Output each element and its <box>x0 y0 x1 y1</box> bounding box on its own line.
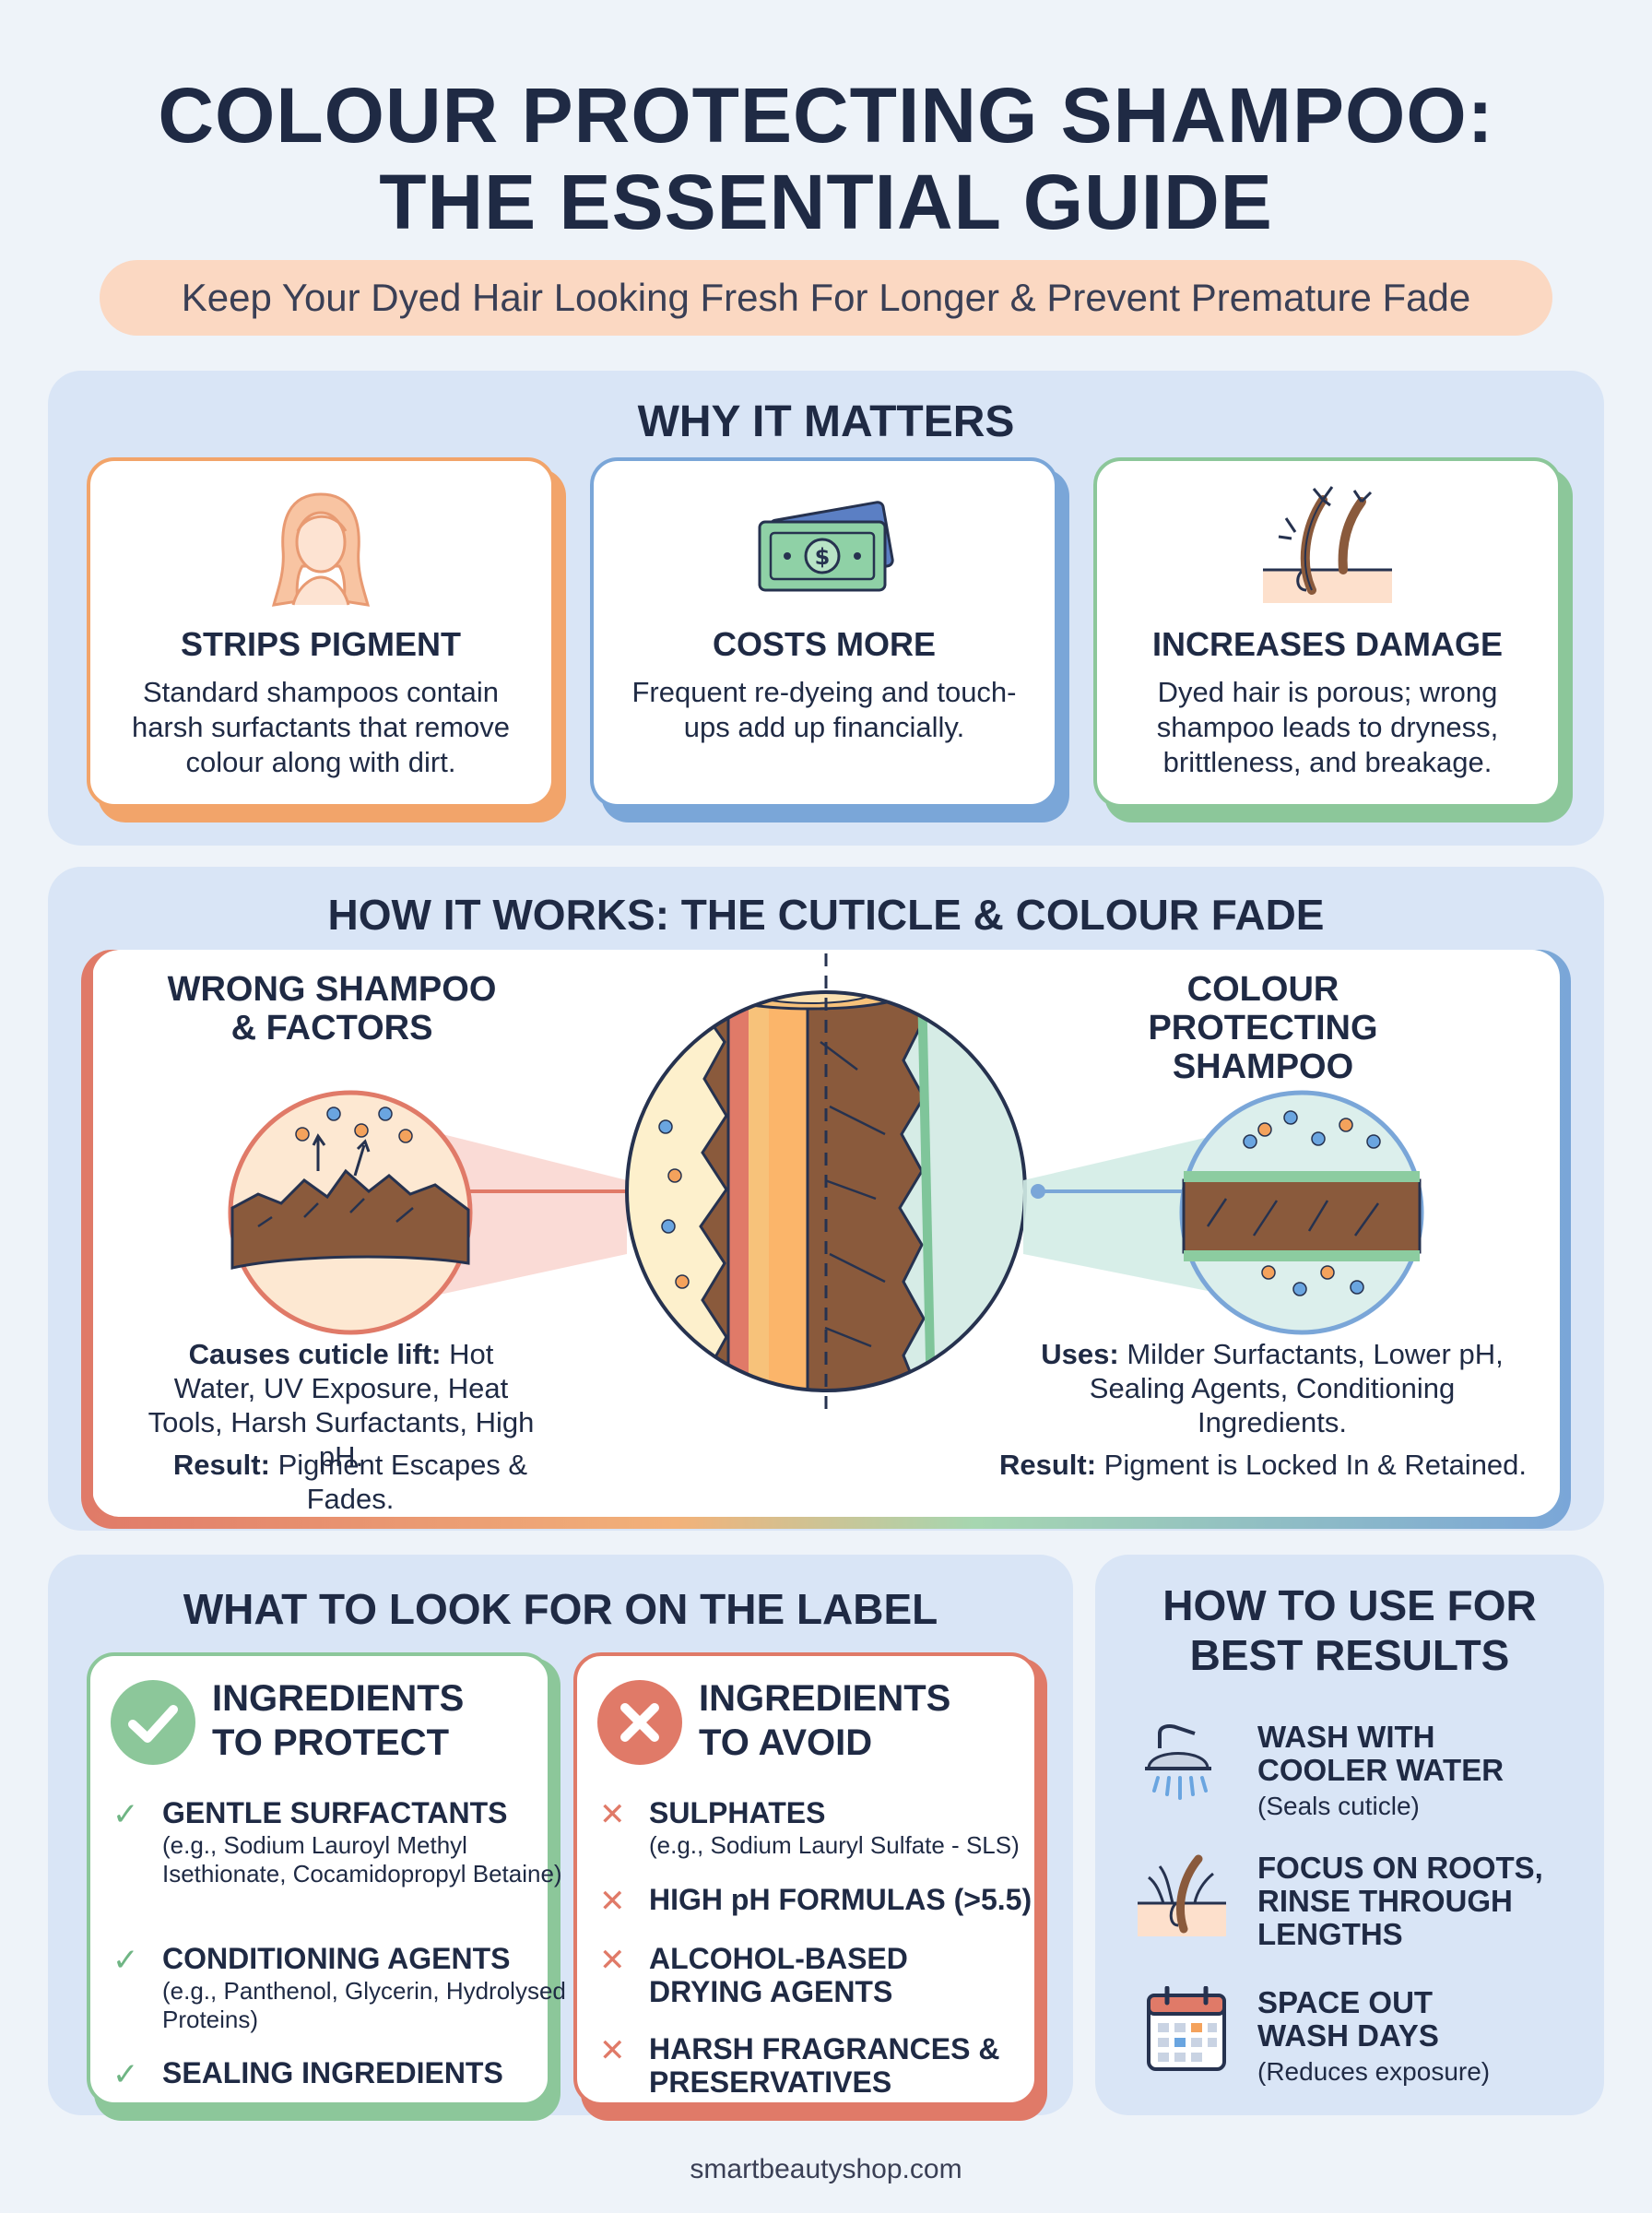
title-line-1: COLOUR PROTECTING SHAMPOO: <box>158 72 1494 159</box>
footer-site[interactable]: smartbeautyshop.com <box>690 2154 962 2184</box>
subtitle-banner: Keep Your Dyed Hair Looking Fresh For Lo… <box>100 260 1552 336</box>
use-item-title: SPACE OUT WASH DAYS <box>1257 1986 1439 2053</box>
cause-value: Hot Water, UV Exposure, Heat Tools, Hars… <box>148 1338 535 1473</box>
use-item-title: WASH WITH COOLER WATER <box>1257 1721 1504 1787</box>
use-item-sub: (Reduces exposure) <box>1257 2057 1491 2086</box>
card-text: Dyed hair is porous; wrong shampoo leads… <box>1156 676 1499 778</box>
use-item-title: FOCUS ON ROOTS, RINSE THROUGH LENGTHS <box>1257 1852 1543 1951</box>
x-icon: ✕ <box>599 2033 626 2068</box>
uses-value: Milder Surfactants, Lower pH, Sealing Ag… <box>1089 1338 1504 1438</box>
how-to-use-title-line-1: HOW TO USE FOR <box>1162 1581 1537 1629</box>
card-title: STRIPS PIGMENT <box>180 625 462 663</box>
left-result-label: Result: <box>172 1449 270 1481</box>
use-title-line-2: RINSE THROUGH <box>1257 1884 1513 1918</box>
use-title-line-2: COOLER WATER <box>1257 1753 1504 1787</box>
card-text: Standard shampoos contain harsh surfacta… <box>131 676 511 778</box>
right-result-label: Result: <box>998 1449 1097 1481</box>
label-title: WHAT TO LOOK FOR ON THE LABEL <box>183 1585 938 1633</box>
protect-heading-line-2: TO PROTECT <box>212 1722 450 1763</box>
why-it-matters-title: WHY IT MATTERS <box>637 397 1015 446</box>
avoid-heading-line-1: INGREDIENTS <box>699 1678 951 1719</box>
title-line-2: THE ESSENTIAL GUIDE <box>379 159 1273 245</box>
use-title-line-1: FOCUS ON ROOTS, <box>1257 1851 1543 1885</box>
svg-text:$: $ <box>815 544 831 570</box>
damaged-hair-icon <box>1258 481 1397 615</box>
avoid-item-name: SULPHATES <box>649 1796 826 1829</box>
money-icon: $ <box>750 498 898 613</box>
protect-title-line-2: SHAMPOO <box>1172 1047 1354 1086</box>
use-title-line-1: WASH WITH <box>1257 1720 1435 1754</box>
wrong-title-line-1: WRONG SHAMPOO <box>167 970 497 1009</box>
x-badge-icon <box>597 1680 682 1765</box>
page-title: COLOUR PROTECTING SHAMPOO: THE ESSENTIAL… <box>0 72 1652 245</box>
cause-text: Causes cuticle lift: Hot Water, UV Expos… <box>148 1337 535 1473</box>
protect-item-example: (e.g., Panthenol, Glycerin, Hydrolysed P… <box>162 1977 566 2033</box>
right-result: Result: Pigment is Locked In & Retained. <box>977 1448 1549 1482</box>
protect-heading: INGREDIENTS TO PROTECT <box>212 1676 464 1765</box>
left-result: Result: Pigment Escapes & Fades. <box>129 1448 572 1516</box>
use-title-line-3: LENGTHS <box>1257 1917 1403 1951</box>
right-result-value: Pigment is Locked In & Retained. <box>1103 1449 1528 1481</box>
avoid-item-example: (e.g., Sodium Lauryl Sulfate - SLS) <box>649 1831 1020 1859</box>
works-box: WRONG SHAMPOO & FACTORS COLOUR PROTECTIN… <box>88 950 1560 1517</box>
protect-item-example: (e.g., Sodium Lauroyl Methyl Isethionate… <box>162 1831 562 1888</box>
protecting-shampoo-title: COLOUR PROTECTING SHAMPOO <box>1069 970 1457 1086</box>
use-title-line-1: SPACE OUT <box>1257 1985 1434 2019</box>
protect-title-line-1: COLOUR PROTECTING <box>1148 970 1378 1047</box>
card-increases-damage: INCREASES DAMAGE Dyed hair is porous; wr… <box>1093 457 1562 808</box>
cuticle-illustration <box>228 950 1424 1411</box>
why-it-matters-panel: WHY IT MATTERS STRIPS PIGMENT Standard s… <box>48 371 1604 846</box>
x-icon: ✕ <box>599 1943 626 1978</box>
avoid-heading: INGREDIENTS TO AVOID <box>699 1676 950 1765</box>
cause-label: Causes cuticle lift: <box>188 1338 442 1370</box>
check-icon: ✓ <box>112 1943 139 1978</box>
protect-item-name: SEALING INGREDIENTS <box>162 2056 503 2089</box>
avoid-heading-line-2: TO AVOID <box>699 1722 873 1763</box>
use-title-line-2: WASH DAYS <box>1257 2018 1439 2053</box>
left-border-accent <box>88 950 111 1517</box>
shower-icon <box>1141 1721 1224 1817</box>
how-it-works-title: HOW IT WORKS: THE CUTICLE & COLOUR FADE <box>327 891 1325 939</box>
card-title: INCREASES DAMAGE <box>1151 625 1504 663</box>
how-to-use-title: HOW TO USE FOR BEST RESULTS <box>1095 1580 1604 1680</box>
uses-text: Uses: Milder Surfactants, Lower pH, Seal… <box>1014 1337 1530 1439</box>
uses-label: Uses: <box>1041 1338 1119 1370</box>
protect-item-name: GENTLE SURFACTANTS <box>162 1796 508 1829</box>
label-panel: WHAT TO LOOK FOR ON THE LABEL INGREDIENT… <box>48 1555 1073 2121</box>
avoid-card: INGREDIENTS TO AVOID ✕ SULPHATES (e.g., … <box>573 1652 1038 2106</box>
left-result-value: Pigment Escapes & Fades. <box>277 1449 528 1515</box>
card-strips-pigment: STRIPS PIGMENT Standard shampoos contain… <box>87 457 555 808</box>
avoid-item-name: HIGH pH FORMULAS (>5.5) <box>649 1883 1032 1916</box>
calendar-icon <box>1145 1985 1228 2079</box>
avoid-item-name: HARSH FRAGRANCES & PRESERVATIVES <box>649 2032 1000 2099</box>
check-icon: ✓ <box>112 1797 139 1832</box>
x-icon: ✕ <box>599 1884 626 1919</box>
card-title: COSTS MORE <box>712 625 936 663</box>
woman-hair-icon <box>261 485 381 619</box>
protect-item-name: CONDITIONING AGENTS <box>162 1942 511 1975</box>
card-text: Frequent re-dyeing and touch-ups add up … <box>631 676 1017 743</box>
card-costs-more: $ COSTS MORE Frequent re-dyeing and touc… <box>590 457 1058 808</box>
protect-card: INGREDIENTS TO PROTECT ✓ GENTLE SURFACTA… <box>87 1652 566 2106</box>
how-to-use-panel: HOW TO USE FOR BEST RESULTS WASH WITH CO… <box>1095 1555 1604 2115</box>
hair-root-icon <box>1136 1852 1228 1958</box>
avoid-item-name: ALCOHOL-BASED DRYING AGENTS <box>649 1942 908 2008</box>
use-item-sub: (Seals cuticle) <box>1257 1792 1420 1820</box>
wrong-title-line-2: & FACTORS <box>230 1009 433 1047</box>
check-icon: ✓ <box>112 2057 139 2092</box>
check-badge-icon <box>111 1680 195 1765</box>
how-to-use-title-line-2: BEST RESULTS <box>1189 1631 1510 1679</box>
x-icon: ✕ <box>599 1797 626 1832</box>
protect-heading-line-1: INGREDIENTS <box>212 1678 465 1719</box>
wrong-shampoo-title: WRONG SHAMPOO & FACTORS <box>157 970 507 1047</box>
